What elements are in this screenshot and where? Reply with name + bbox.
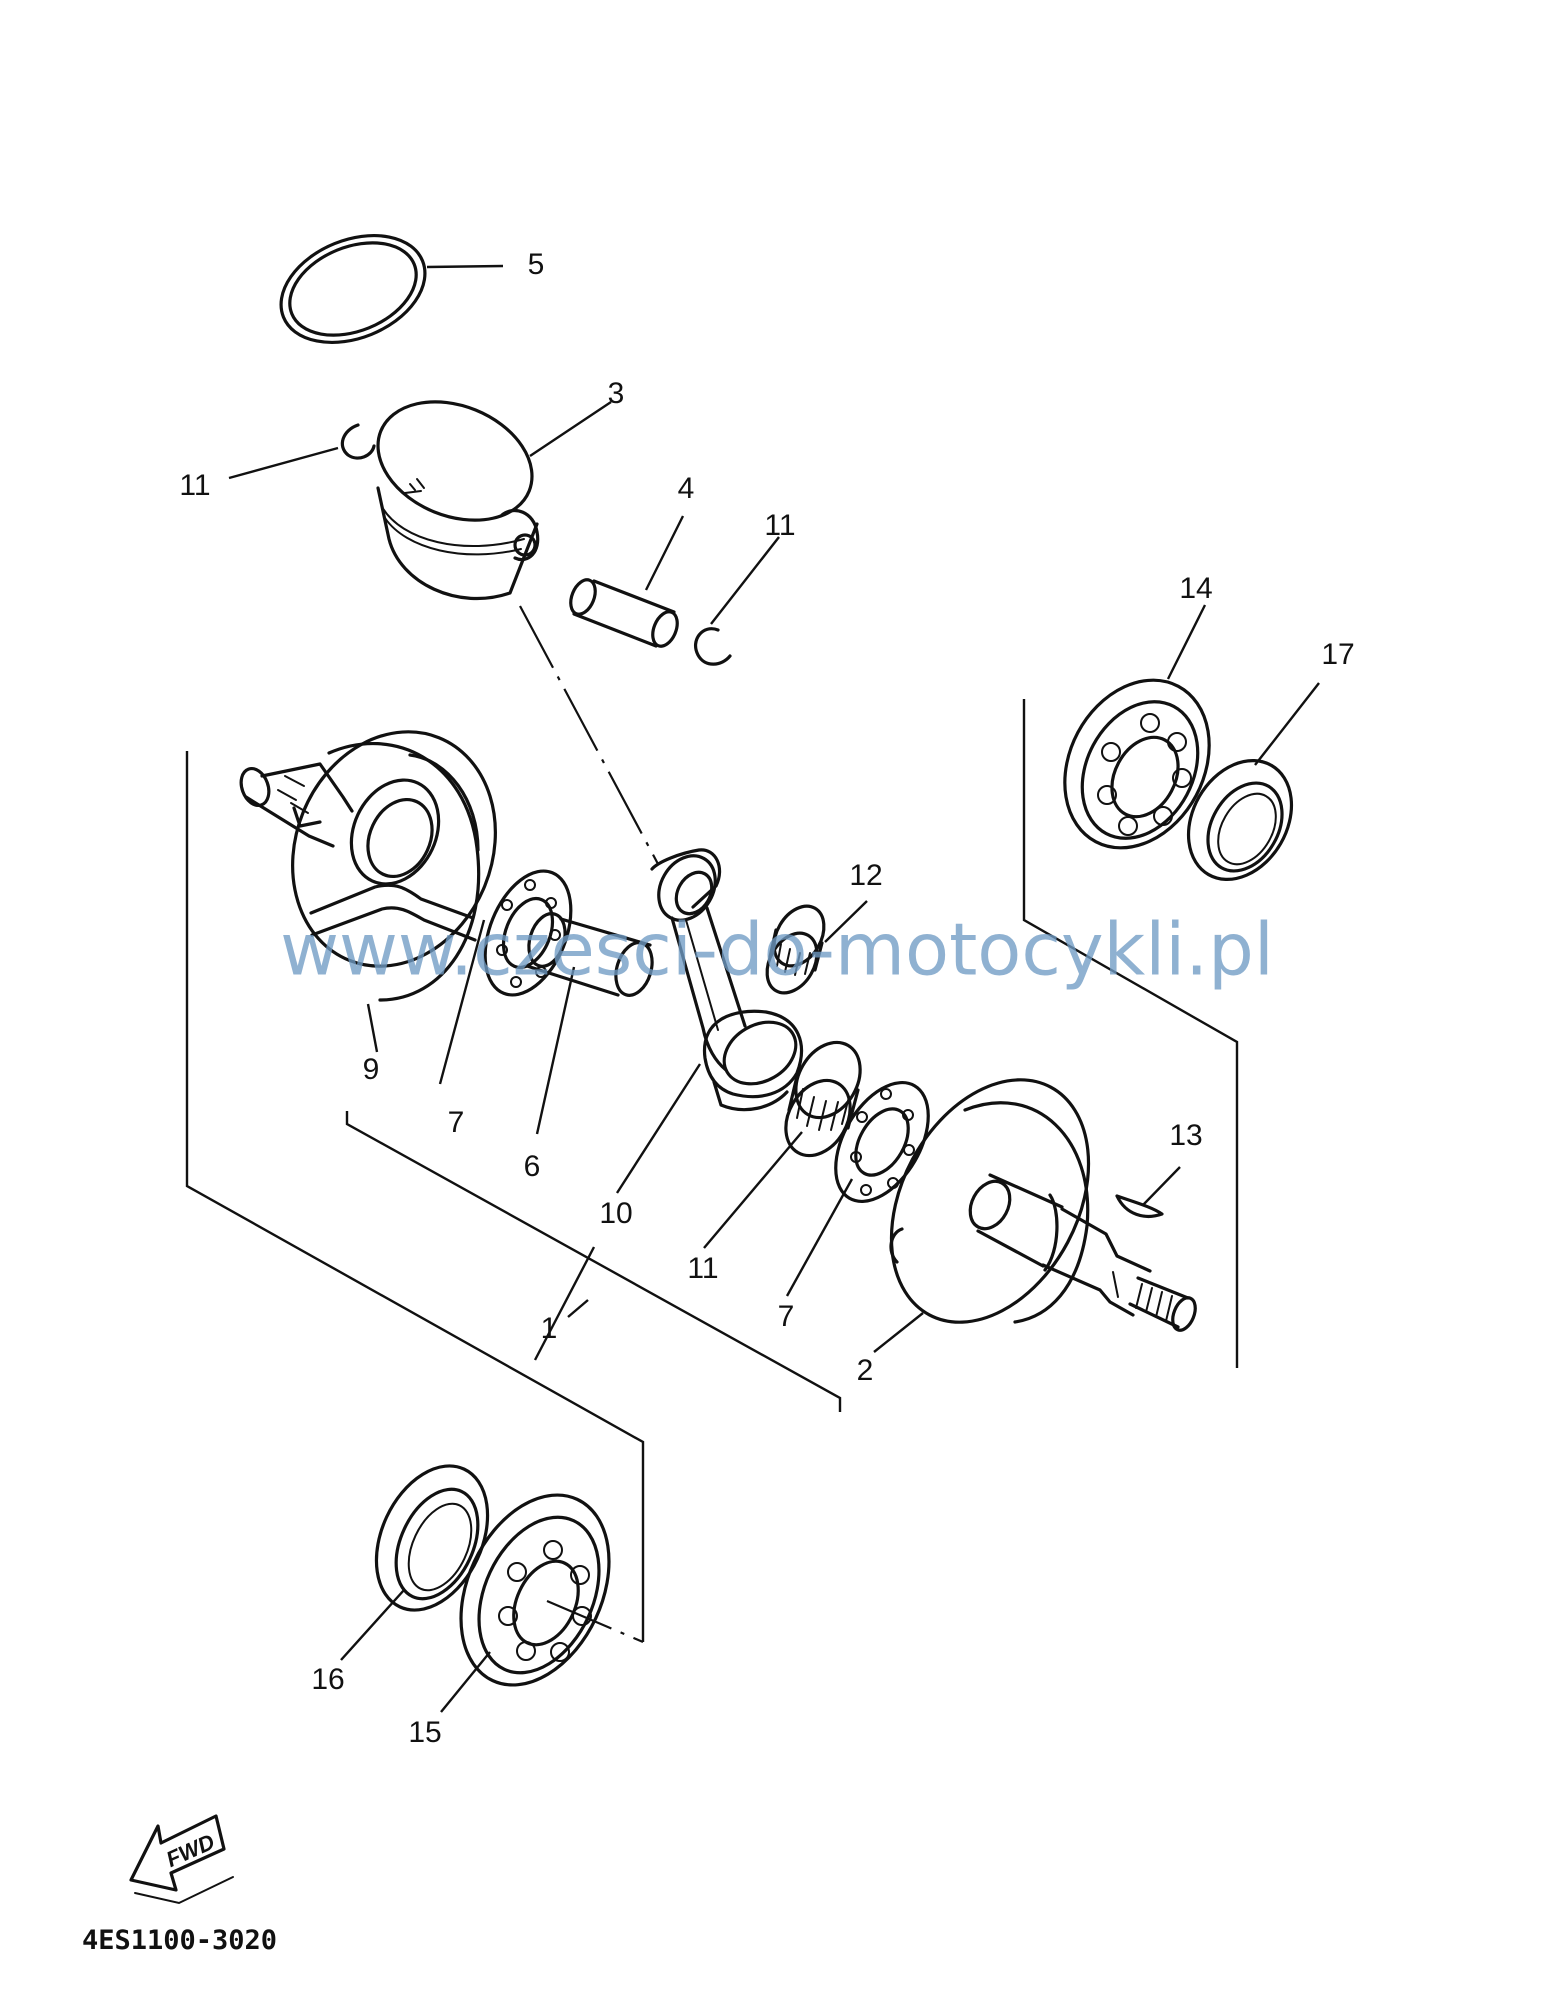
callout-1: 1 bbox=[541, 1312, 558, 1345]
crank-pin-part bbox=[525, 912, 654, 997]
leader-lines bbox=[228, 264, 1320, 1713]
piston-part bbox=[376, 400, 540, 601]
callout-6: 6 bbox=[524, 1150, 541, 1183]
callout-17: 17 bbox=[1321, 638, 1354, 671]
left-oil-seal-part bbox=[374, 1464, 490, 1612]
part-code: 4ES1100-3020 bbox=[82, 1925, 277, 1956]
callout-13: 13 bbox=[1169, 1119, 1202, 1152]
right-bearing-part bbox=[1063, 678, 1211, 850]
callout-7-left: 7 bbox=[448, 1106, 465, 1139]
piston-pin-part bbox=[569, 578, 679, 648]
callout-16: 16 bbox=[311, 1663, 344, 1696]
callout-2: 2 bbox=[857, 1354, 874, 1387]
callout-labels: 5 3 11 4 11 14 17 12 9 7 6 13 10 11 1 7 … bbox=[179, 248, 1354, 1749]
alignment-lines bbox=[519, 605, 659, 1644]
left-crank-web-part bbox=[239, 730, 497, 1002]
circlip-left-part bbox=[340, 423, 376, 460]
callout-8: 3 bbox=[608, 377, 625, 410]
callout-15: 15 bbox=[408, 1716, 441, 1749]
right-crank-web-part bbox=[889, 1078, 1197, 1332]
callout-5: 11 bbox=[687, 1252, 718, 1285]
connecting-rod-part bbox=[650, 848, 803, 1112]
forward-direction-arrow: FWD bbox=[129, 1814, 234, 1905]
watermark-text: www.czesci-do-motocykli.pl bbox=[280, 908, 1274, 992]
callout-7-right: 7 bbox=[778, 1300, 795, 1333]
right-oil-seal-part bbox=[1186, 758, 1294, 882]
circlip-right-part bbox=[694, 627, 732, 666]
callout-4: 10 bbox=[599, 1197, 632, 1230]
right-thrust-washer-part bbox=[834, 1080, 930, 1204]
callout-9: 4 bbox=[678, 472, 695, 505]
callout-11-right: 11 bbox=[764, 509, 795, 542]
small-end-bearing-part bbox=[765, 904, 826, 995]
callout-12: 12 bbox=[849, 859, 882, 892]
callout-10: 5 bbox=[528, 248, 545, 281]
callout-14: 14 bbox=[1179, 572, 1212, 605]
callout-3: 9 bbox=[363, 1053, 380, 1086]
assembly-brackets bbox=[185, 699, 1239, 1642]
woodruff-key-part bbox=[1115, 1194, 1164, 1218]
piston-ring-part bbox=[279, 233, 427, 345]
callout-11-left: 11 bbox=[179, 469, 210, 502]
